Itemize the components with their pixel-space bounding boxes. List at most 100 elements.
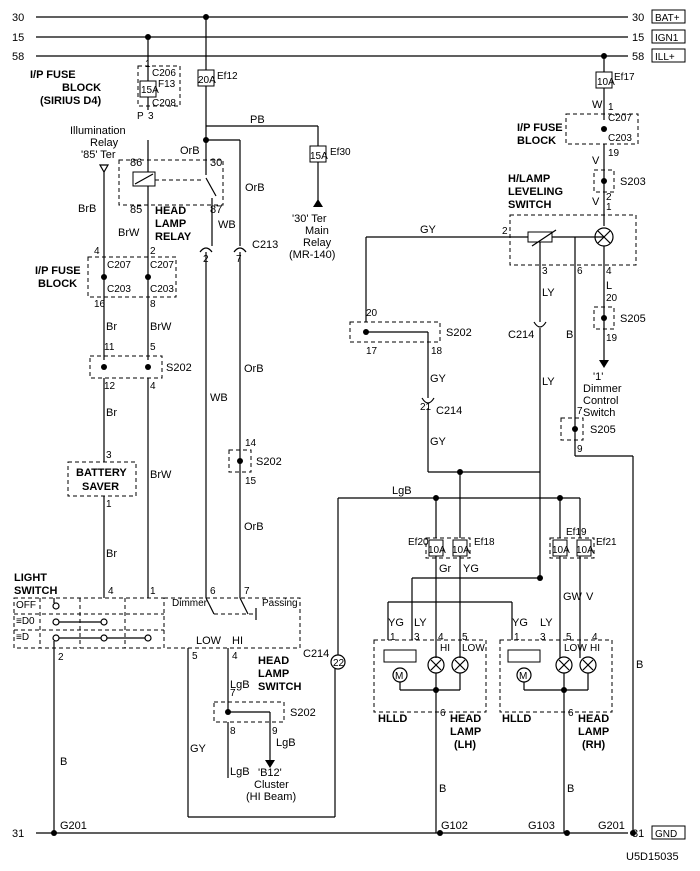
pin-1-lev: 1 [606, 202, 612, 213]
f13-pin1: 1 [145, 59, 151, 70]
gnd-rail-num-left: 31 [12, 828, 24, 840]
head-lamp-switch: Dimmer Passing 6 7 LOW HI 5 4 HEAD LAMP … [163, 485, 580, 818]
ign-rail-tag: IGN1 [655, 33, 679, 44]
ground-g201-right: G201 [598, 820, 625, 832]
wire-br-mid: Br [106, 321, 117, 333]
battery-saver: 3 BATTERY SAVER 1 Br [67, 450, 137, 598]
wire-lgb: LgB [392, 485, 412, 497]
c214-pin21: 21 [420, 402, 432, 413]
illum-relay-l3: '85' Ter [81, 149, 116, 161]
main-relay-l2: Main [305, 225, 329, 237]
wire-lgb-cluster: LgB [230, 766, 250, 778]
light-switch-title1: LIGHT [14, 572, 47, 584]
battery-saver-title1: BATTERY [76, 467, 127, 479]
ef20-amp: 10A [428, 545, 446, 556]
rh-pin6: 6 [568, 708, 574, 719]
ground-g102: G102 [441, 820, 468, 832]
rh-title3: (RH) [582, 739, 606, 751]
relay-pin85: 85 [130, 204, 142, 216]
rh-hi: HI [590, 643, 600, 654]
lh-pin4: 4 [438, 632, 444, 643]
f13-amp: 15A [141, 85, 159, 96]
wire-b-lev: B [566, 329, 573, 341]
ip-fuse-mid-title1: I/P FUSE [35, 265, 81, 277]
connector-c213: C213 2 7 WB OrB OrB 14 15 S202 [199, 239, 282, 598]
pin-1-right: 1 [608, 102, 614, 113]
hls-title3: SWITCH [258, 681, 301, 693]
s205-label-low: S205 [590, 424, 616, 436]
grounds: G201 G102 G103 G201 U5D15035 [60, 820, 679, 863]
lh-wire-yg: YG [388, 617, 404, 629]
wire-wb-lower: WB [210, 392, 228, 404]
bat-rail-tag: BAT+ [655, 13, 680, 24]
c203-label-b: C203 [150, 284, 174, 295]
ls-off: OFF [16, 600, 36, 611]
ground-g201-left: G201 [60, 820, 87, 832]
ls-pin1: 1 [150, 586, 156, 597]
light-switch: LIGHT SWITCH 4 1 OFF ≡D0 ≡D 2 B [13, 572, 165, 833]
pin-8-mid: 8 [150, 299, 156, 310]
cluster-feed: 7 S202 8 9 LgB LgB LgB 'B12' Cluster (HI… [213, 679, 316, 803]
rh-wire-yg: YG [512, 617, 528, 629]
relay-wire-orb: OrB [180, 145, 200, 157]
wire-brw-mid: BrW [150, 321, 172, 333]
ls-park: ≡D0 [16, 616, 35, 627]
center-splice: 20 S202 17 18 GY 21 C214 GY [349, 308, 581, 538]
ls-pin4: 4 [108, 586, 114, 597]
light-switch-title2: SWITCH [14, 585, 57, 597]
lh-pin3: 3 [414, 632, 420, 643]
pin-17: 17 [366, 346, 378, 357]
dimmer-l4: Switch [583, 407, 615, 419]
lev-pin4: 4 [606, 266, 612, 277]
ef21-amp: 10A [576, 545, 594, 556]
s205-label-top: S205 [620, 313, 646, 325]
illum-relay-l2: Relay [90, 137, 119, 149]
c214-label-low: C214 [303, 648, 329, 660]
rh-title2: LAMP [578, 726, 609, 738]
ef19-label: Ef19 [566, 527, 587, 538]
relay-pin87: 87 [210, 204, 222, 216]
wire-br-low: Br [106, 407, 117, 419]
s202-label-low: S202 [290, 707, 316, 719]
s202-pin7: 7 [230, 688, 236, 699]
lh-title2: LAMP [450, 726, 481, 738]
ef20-label: Ef20 [408, 537, 429, 548]
bat-rail-num-left: 30 [12, 12, 24, 24]
ip-fuse-top-title1: I/P FUSE [30, 69, 76, 81]
ef30-label: Ef30 [330, 147, 351, 158]
document-code: U5D15035 [626, 851, 679, 863]
wire-br-bs: Br [106, 548, 117, 560]
hls-pin5: 5 [192, 651, 198, 662]
pin-4-mid: 4 [94, 246, 100, 257]
right-feed: Ef17 10A W I/P FUSE BLOCK C207 C203 1 19… [365, 56, 646, 833]
cluster-l3: (HI Beam) [246, 791, 296, 803]
rh-wire-ly: LY [540, 617, 553, 629]
relay-title3: RELAY [155, 231, 192, 243]
ef17-label: Ef17 [614, 72, 635, 83]
pin-9-s205: 9 [577, 444, 583, 455]
head-lamp-lh: YG LY 1 3 4 5 HI LOW M HLLD 6 HEAD LAMP … [373, 617, 487, 833]
relay-pin86: 86 [130, 157, 142, 169]
c206-label: C206 [152, 68, 176, 79]
c203-label-right: C203 [608, 133, 632, 144]
wire-ly-mid: LY [542, 376, 555, 388]
f13-label: F13 [158, 79, 176, 90]
c214-pin22: 22 [333, 658, 345, 669]
ign-rail-num-right: 15 [632, 32, 644, 44]
lh-low: LOW [462, 643, 485, 654]
ip-fuse-top-title2: BLOCK [62, 82, 101, 94]
lh-wire-ly: LY [414, 617, 427, 629]
wire-gr: Gr [439, 563, 452, 575]
lev-pin6: 6 [577, 266, 583, 277]
wire-lgb-hls: LgB [230, 679, 250, 691]
head-lamp-relay: Ef12 20A PB 86 30 85 87 OrB HEAD LAMP RE… [78, 17, 318, 255]
ip-fuse-block-top: I/P FUSE BLOCK (SIRIUS D4) C206 F13 15A … [30, 37, 181, 174]
lh-pin5: 5 [462, 632, 468, 643]
ip-fuse-top-title3: (SIRIUS D4) [40, 95, 101, 107]
wire-wb-relay: WB [218, 219, 236, 231]
main-relay-l1: '30' Ter [292, 213, 327, 225]
pin-2-mid: 2 [150, 246, 156, 257]
rh-pin4: 4 [592, 632, 598, 643]
pin-19-right: 19 [608, 148, 620, 159]
wire-brb: BrB [78, 203, 96, 215]
